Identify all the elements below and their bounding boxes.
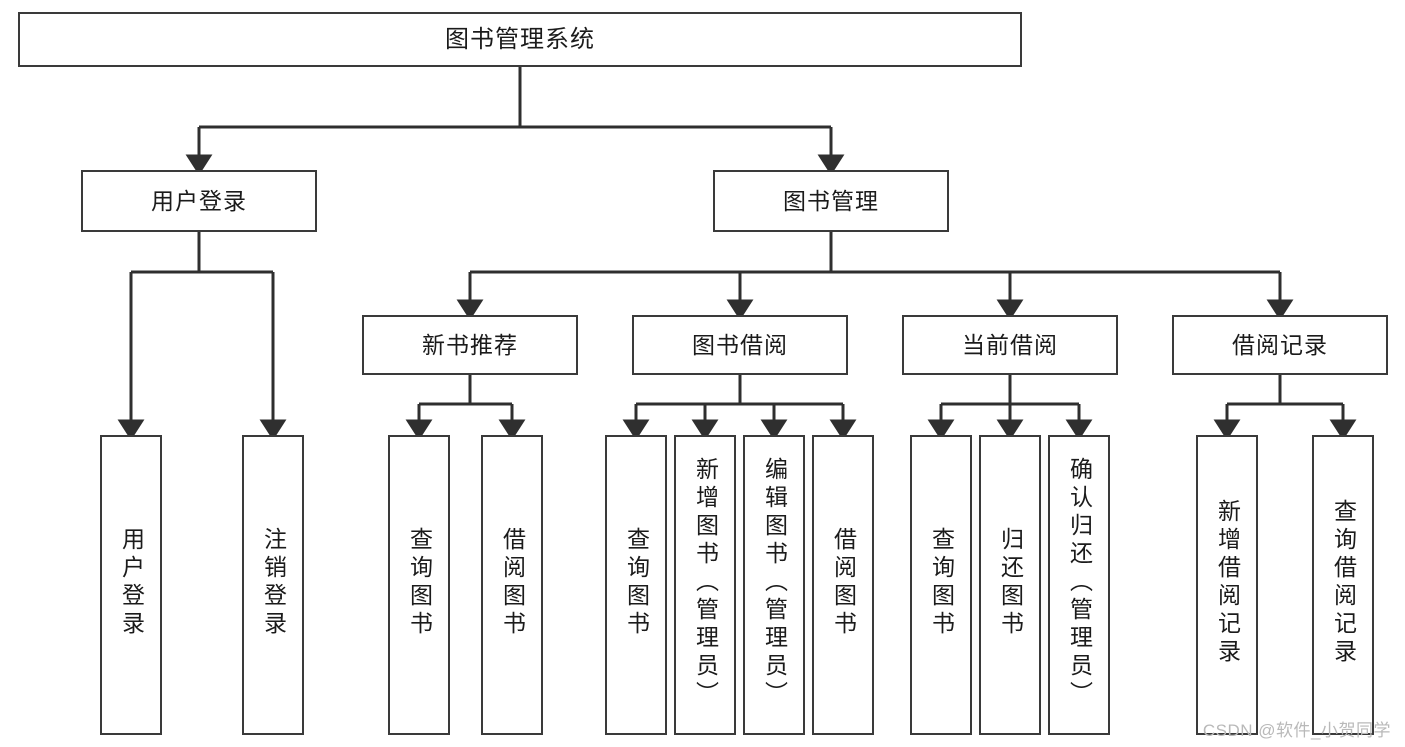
node-label: 确认归还（管理员）: [1066, 457, 1093, 709]
leaf-recommend-query-book[interactable]: 查询图书: [388, 435, 450, 735]
node-user-login[interactable]: 用户登录: [81, 170, 317, 232]
node-label: 新书推荐: [422, 331, 518, 358]
node-label: 新增借阅记录: [1214, 499, 1241, 667]
leaf-current-confirm-return-admin[interactable]: 确认归还（管理员）: [1048, 435, 1110, 735]
node-label: 编辑图书（管理员）: [761, 457, 788, 709]
node-label: 当前借阅: [962, 331, 1058, 358]
leaf-user-login-login[interactable]: 用户登录: [100, 435, 162, 735]
node-current-borrow[interactable]: 当前借阅: [902, 315, 1118, 375]
node-label: 查询借阅记录: [1330, 499, 1357, 667]
node-label: 用户登录: [151, 187, 247, 214]
node-label: 借阅图书: [499, 527, 526, 639]
node-label: 用户登录: [118, 527, 145, 639]
node-label: 注销登录: [260, 527, 287, 639]
leaf-borrow-borrow-book[interactable]: 借阅图书: [812, 435, 874, 735]
node-label: 图书管理系统: [445, 25, 595, 53]
node-label: 图书借阅: [692, 331, 788, 358]
node-label: 查询图书: [928, 527, 955, 639]
node-label: 借阅图书: [830, 527, 857, 639]
node-book-borrow[interactable]: 图书借阅: [632, 315, 848, 375]
leaf-borrow-edit-book-admin[interactable]: 编辑图书（管理员）: [743, 435, 805, 735]
node-label: 借阅记录: [1232, 331, 1328, 358]
node-borrow-record[interactable]: 借阅记录: [1172, 315, 1388, 375]
leaf-record-add-record[interactable]: 新增借阅记录: [1196, 435, 1258, 735]
leaf-current-query-book[interactable]: 查询图书: [910, 435, 972, 735]
node-new-book-recommend[interactable]: 新书推荐: [362, 315, 578, 375]
node-book-management[interactable]: 图书管理: [713, 170, 949, 232]
node-label: 新增图书（管理员）: [692, 457, 719, 709]
leaf-current-return-book[interactable]: 归还图书: [979, 435, 1041, 735]
leaf-record-query-record[interactable]: 查询借阅记录: [1312, 435, 1374, 735]
node-label: 图书管理: [783, 187, 879, 214]
leaf-borrow-add-book-admin[interactable]: 新增图书（管理员）: [674, 435, 736, 735]
leaf-borrow-query-book[interactable]: 查询图书: [605, 435, 667, 735]
node-label: 查询图书: [623, 527, 650, 639]
leaf-user-login-logout[interactable]: 注销登录: [242, 435, 304, 735]
node-label: 归还图书: [997, 527, 1024, 639]
csdn-watermark: CSDN @软件_小贺同学: [1202, 721, 1391, 740]
leaf-recommend-borrow-book[interactable]: 借阅图书: [481, 435, 543, 735]
node-label: 查询图书: [406, 527, 433, 639]
node-root-system[interactable]: 图书管理系统: [18, 12, 1022, 67]
